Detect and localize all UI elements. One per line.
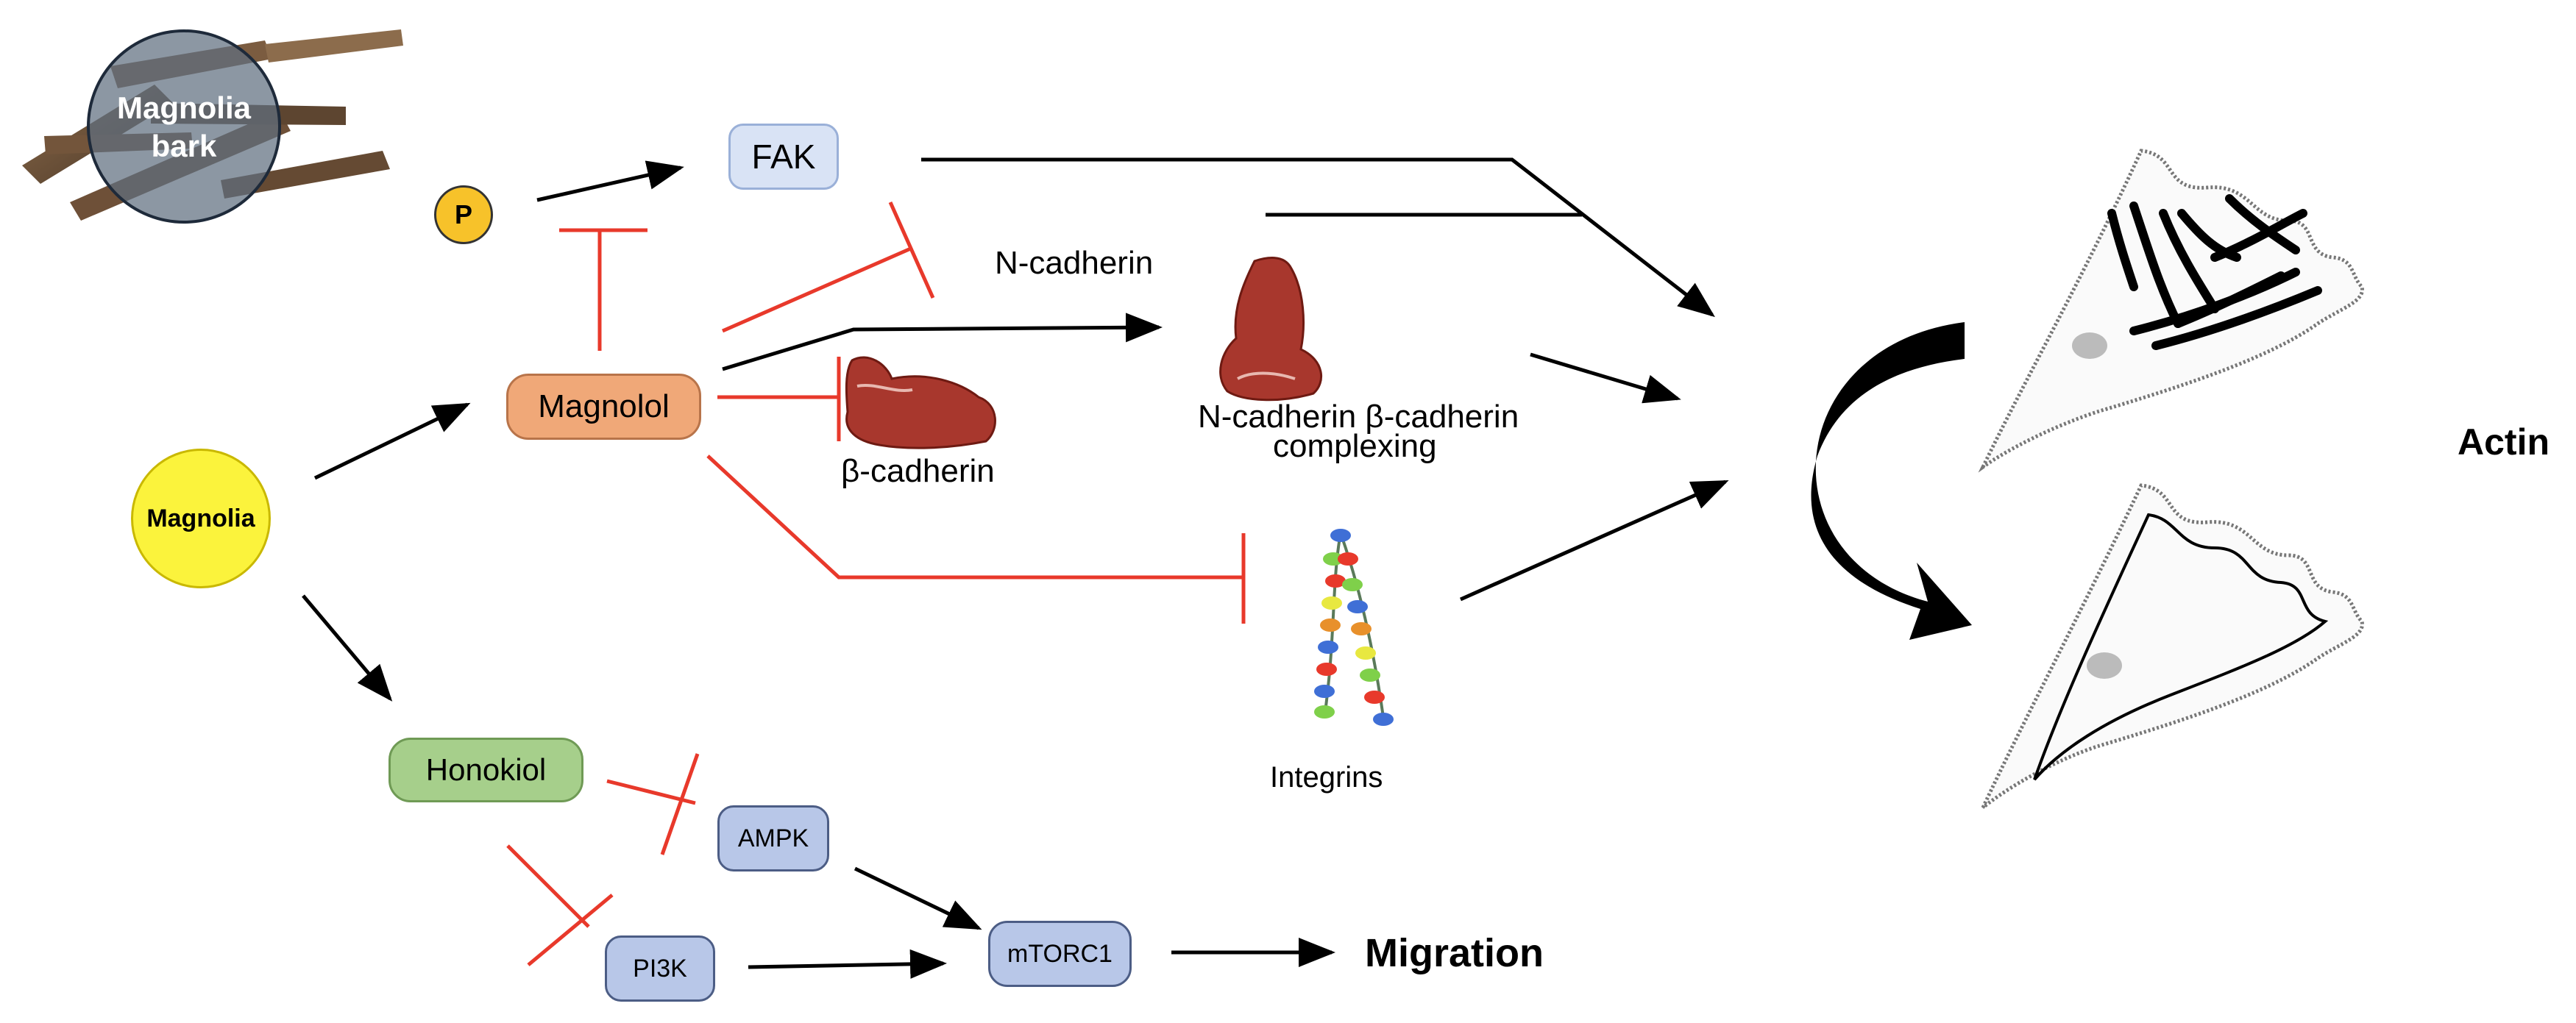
curved-transition-arrow (1811, 322, 1972, 640)
actin-label: Actin (2458, 421, 2550, 463)
arrow-pi3k-to-mtorc1 (748, 949, 947, 979)
cell-without-stress-fibres (1981, 483, 2364, 809)
inhibit-magnolol-integrins (706, 455, 1243, 580)
integrins-label: Integrins (1270, 761, 1383, 794)
arrow-p-to-fak (536, 160, 684, 202)
arrow-magnolol-to-ncadherin (722, 313, 1163, 371)
arrow-magnolia-to-honokiol (302, 594, 393, 702)
pi3k-node: PI3K (605, 935, 715, 1002)
arrow-integrins-to-actin (1459, 480, 1729, 602)
ampk-node: AMPK (717, 805, 829, 871)
cell-with-stress-fibres (1981, 149, 2364, 469)
inhibit-honokiol-pi3k (506, 844, 590, 928)
fak-node: FAK (728, 124, 839, 190)
migration-label: Migration (1365, 931, 1544, 975)
honokiol-node: Honokiol (388, 738, 583, 802)
n-cadherin-label: N-cadherin (995, 245, 1154, 281)
magnolia-bark-label: Magnolia bark (116, 90, 251, 163)
complex-label-line2: complexing (1273, 428, 1437, 464)
integrins-chain-image (1314, 529, 1394, 726)
inhibition-lines (506, 201, 1246, 966)
beta-cadherin-protein-image (845, 356, 996, 449)
magnolia-bark-circle (87, 29, 281, 224)
activation-arrows (302, 157, 1729, 979)
magnolia-node: Magnolia (131, 449, 271, 588)
complex-label-line1: N-cadherin β-cadherin (1198, 399, 1519, 435)
arrow-ampk-to-mtorc1 (854, 866, 982, 930)
arrow-fak-to-actin (921, 157, 1715, 318)
phospho-node: P (434, 185, 493, 244)
magnolol-node: Magnolol (506, 374, 701, 440)
arrow-magnolia-to-magnolol (313, 402, 471, 480)
mtorc1-node: mTORC1 (988, 921, 1132, 987)
n-cadherin-protein-image (1219, 257, 1323, 402)
inhibit-magnolol-fak (721, 246, 914, 333)
beta-cadherin-label: β-cadherin (841, 453, 995, 489)
arrow-complex-to-actin (1530, 352, 1681, 404)
